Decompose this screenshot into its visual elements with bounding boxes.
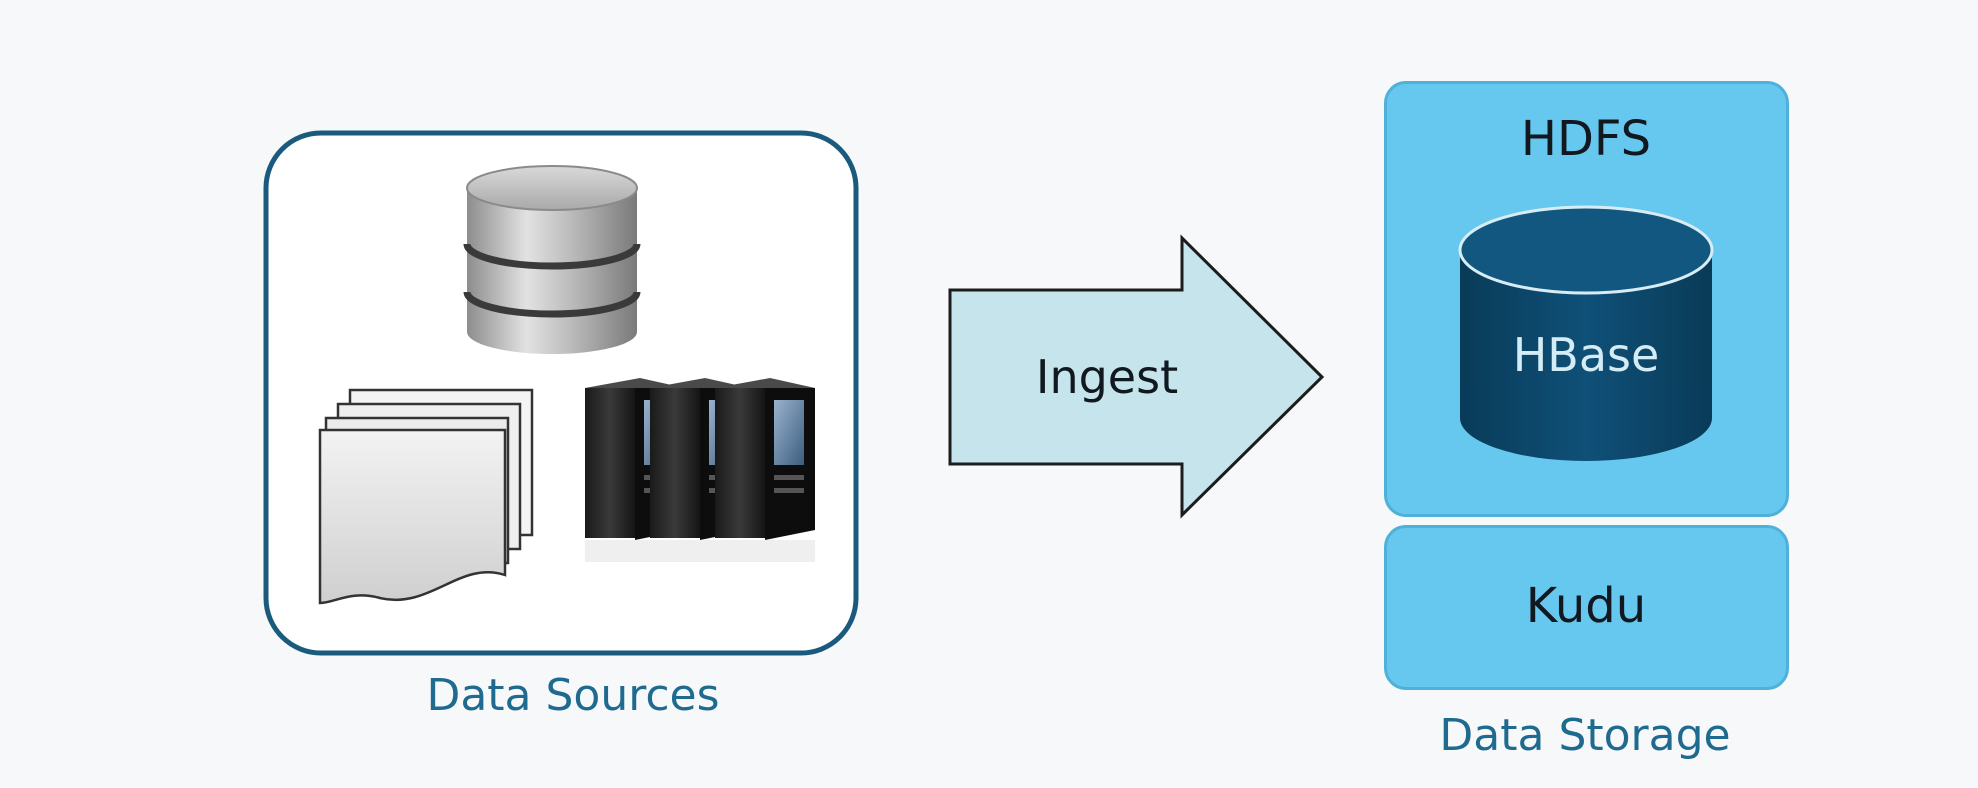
hbase-label: HBase bbox=[1512, 328, 1660, 382]
hbase-cylinder bbox=[1458, 205, 1714, 461]
data-sources-caption: Data Sources bbox=[426, 670, 720, 721]
kudu-label: Kudu bbox=[1525, 578, 1647, 634]
data-storage-caption: Data Storage bbox=[1439, 710, 1731, 761]
ingest-label: Ingest bbox=[1035, 350, 1179, 404]
ingest-arrow bbox=[948, 234, 1325, 519]
documents-icon bbox=[318, 388, 534, 605]
database-icon bbox=[463, 165, 641, 354]
hdfs-label: HDFS bbox=[1520, 111, 1652, 167]
servers-icon bbox=[585, 378, 815, 562]
kudu-box bbox=[1384, 525, 1789, 690]
